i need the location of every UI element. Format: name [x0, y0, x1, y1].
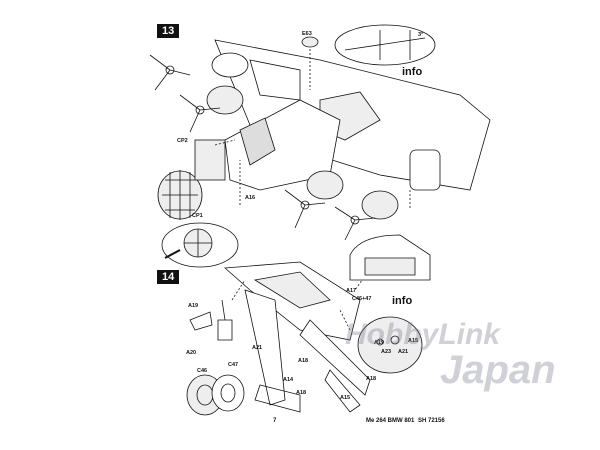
- watermark-line1: HobbyLink: [345, 318, 500, 351]
- label-cp2: CP2: [177, 138, 188, 144]
- propeller-3: [284, 189, 326, 229]
- detail-circle: [161, 222, 239, 268]
- label-a15-info: A15: [408, 338, 419, 344]
- info-circle-bottom: [357, 316, 423, 374]
- watermark-line2: Japan: [440, 348, 556, 392]
- propeller-2: [179, 94, 221, 133]
- kit-code: SH 72156: [418, 418, 445, 424]
- page-number: 7: [273, 418, 277, 424]
- label-a17: A17: [346, 288, 357, 294]
- label-a15: A15: [340, 395, 351, 401]
- label-a19: A19: [188, 303, 199, 309]
- label-a21: A21: [252, 345, 263, 351]
- label-c46: C46: [197, 368, 208, 374]
- label-cp1: CP1: [192, 213, 203, 219]
- step-13-badge: 13: [157, 24, 180, 38]
- label-a18-b: A18: [296, 390, 307, 396]
- label-c47: C47: [228, 362, 239, 368]
- label-a21-info: A21: [398, 349, 409, 355]
- wheel-2: [211, 374, 245, 412]
- propeller-1: [149, 54, 191, 91]
- label-a18-c: A18: [366, 376, 377, 382]
- label-a20: A20: [186, 350, 197, 356]
- label-e63: E63: [302, 31, 312, 37]
- label-a23: A23: [381, 349, 392, 355]
- label-angle: 3°: [418, 32, 424, 38]
- label-a14: A14: [283, 377, 294, 383]
- info-label-top: info: [402, 66, 423, 78]
- label-a16: A16: [245, 195, 256, 201]
- label-c46-47: C46+47: [352, 296, 372, 302]
- label-a19-info: A19: [374, 340, 385, 346]
- model-name: Me 264 BMW 801: [366, 418, 415, 424]
- info-circle-top: [334, 24, 436, 66]
- propeller-4: [334, 206, 376, 241]
- info-label-bottom: info: [392, 295, 413, 307]
- label-a18-a: A18: [298, 358, 309, 364]
- step-14-badge: 14: [157, 270, 180, 284]
